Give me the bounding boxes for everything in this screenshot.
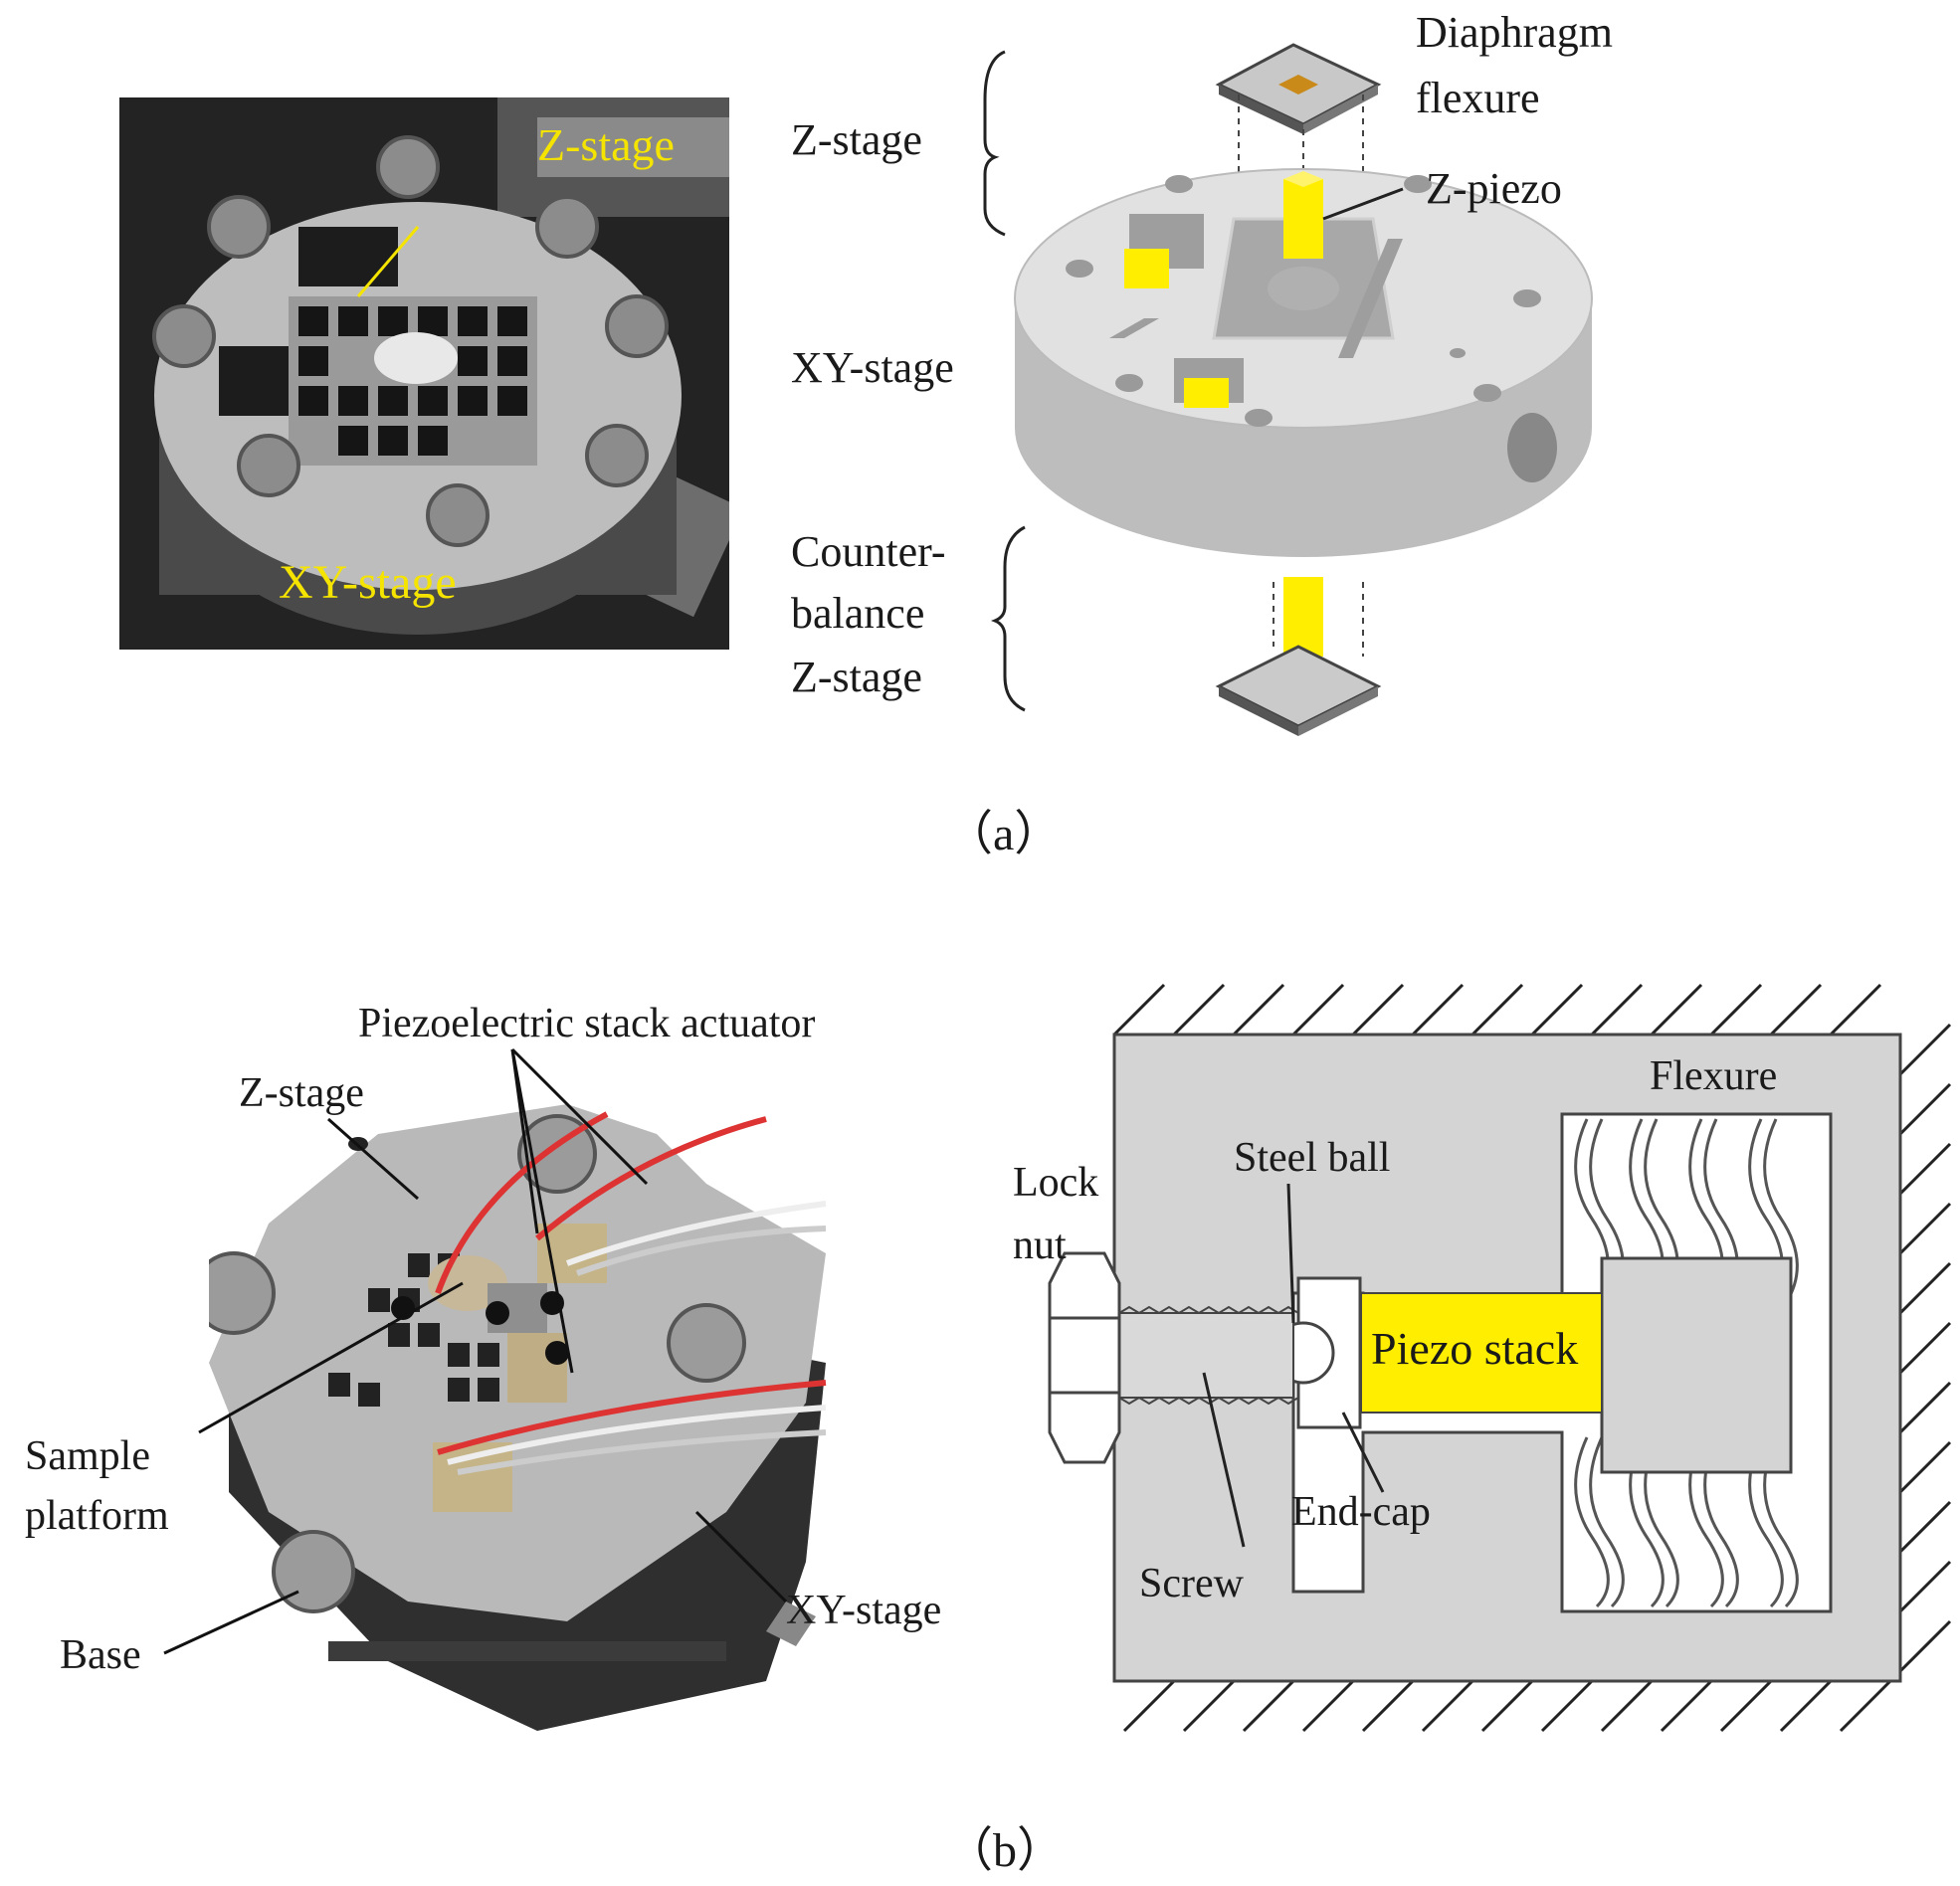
lock-label-1: Lock [1013,1160,1099,1206]
photo-a-z-stage-label: Z-stage [537,119,675,170]
flexure-beams [1574,1118,1799,1608]
z-stage-leader [356,226,420,297]
photo-a-art [119,97,729,650]
bottom-hatching [1122,1679,1892,1733]
moving-platform [1600,1256,1793,1474]
z-piezo-label: Z-piezo [1426,164,1562,213]
piezo-stack-label: Piezo stack [1371,1323,1579,1374]
side-z-stage-label: Z-stage [791,115,922,164]
caption-b: （b） [945,1824,1066,1877]
side-counter-label-3: Z-stage [791,653,922,701]
base-label: Base [60,1632,141,1678]
end-cap-label: End-cap [1291,1489,1431,1535]
piezo-actuator-label: Piezoelectric stack actuator [358,1001,816,1046]
sample-label-1: Sample [25,1433,150,1479]
diaphragm-label-1: Diaphragm [1416,8,1613,57]
flexure-label: Flexure [1650,1053,1778,1099]
photo-a-xy-stage-label: XY-stage [279,556,457,609]
side-counter-label-2: balance [791,589,925,638]
lock-nut [1048,1251,1121,1464]
top-hatching [1112,983,1882,1037]
diaphragm-label-2: flexure [1416,74,1540,122]
caption-a: （a） [945,808,1063,860]
side-xy-stage-label: XY-stage [791,343,954,392]
photo-b-xy-stage-label: XY-stage [786,1588,942,1633]
right-hatching [1898,1023,1952,1673]
photo-b-z-stage-label: Z-stage [239,1070,364,1116]
lock-label-2: nut [1013,1223,1067,1268]
sample-label-2: platform [25,1493,169,1539]
steel-ball-label: Steel ball [1234,1135,1391,1181]
side-counter-label-1: Counter- [791,527,946,576]
photo-stage-assembly: Z-stage XY-stage [119,97,729,650]
screw-label: Screw [1139,1561,1244,1606]
